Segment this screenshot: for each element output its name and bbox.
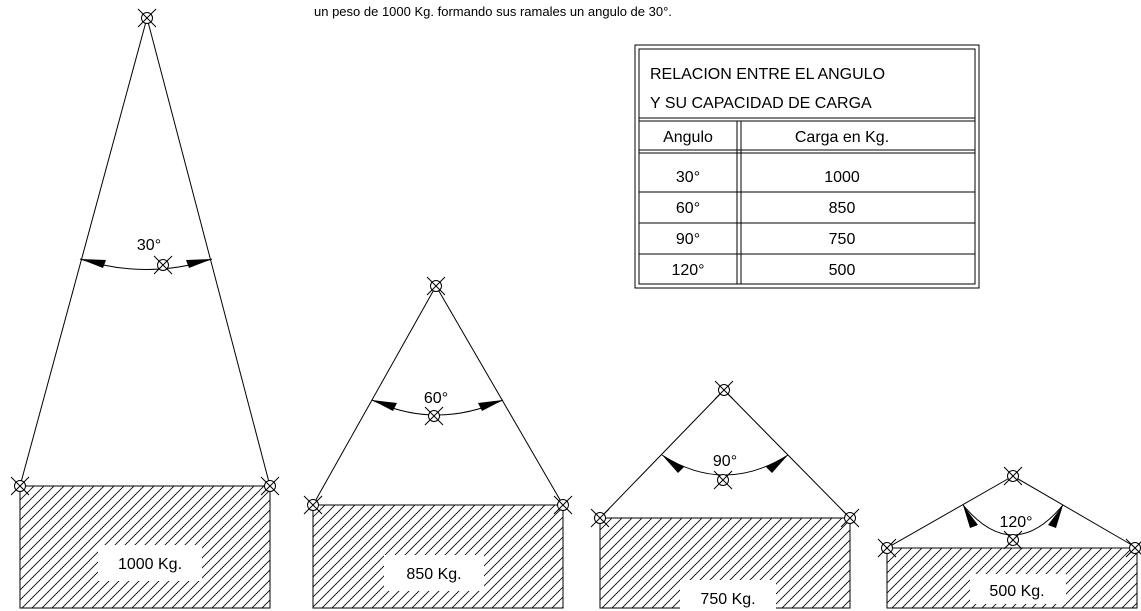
sling-leg [886, 475, 1014, 549]
angle-label: 90° [713, 453, 737, 470]
table-cell-load: 750 [829, 231, 856, 248]
sling-leg [1012, 475, 1138, 549]
table-header-angle: Angulo [663, 129, 713, 146]
table-cell-angle: 60° [676, 200, 700, 217]
angle-arrowhead [662, 455, 684, 473]
table-cell-angle: 90° [676, 231, 700, 248]
table-cell-load: 1000 [824, 169, 860, 186]
load-label-bg [384, 555, 484, 591]
table-title-line2: Y SU CAPACIDAD DE CARGA [650, 95, 872, 112]
caption-text: un peso de 1000 Kg. formando sus ramales… [314, 4, 672, 19]
angle-arrowhead [766, 455, 788, 473]
sling-leg [312, 285, 437, 506]
angle-center-pin-icon [153, 255, 173, 275]
angle-arrowhead [186, 259, 212, 268]
angle-arrowhead [1048, 505, 1063, 528]
angle-center-pin-icon [713, 470, 733, 490]
angle-center-pin-icon [424, 406, 444, 426]
sling-leg [723, 389, 851, 519]
hook-pin-icon [1003, 466, 1023, 486]
sling-120-degrees: 500 Kg. 120° [877, 466, 1141, 609]
angle-arrowhead [963, 505, 978, 528]
hook-pin-icon [426, 276, 446, 296]
angle-arrowhead [478, 400, 503, 411]
load-label: 500 Kg. [989, 583, 1044, 600]
table-header-load: Carga en Kg. [795, 129, 889, 146]
angle-center-pin-icon [1003, 530, 1023, 550]
load-label-bg [970, 574, 1066, 604]
sling-leg [19, 17, 148, 487]
sling-leg [599, 389, 725, 519]
angle-label: 30° [137, 237, 161, 254]
hook-pin-icon [137, 8, 157, 28]
load-label: 1000 Kg. [118, 556, 182, 573]
load-label: 850 Kg. [406, 566, 461, 583]
table-cell-load: 500 [829, 262, 856, 279]
table-title-line1: RELACION ENTRE EL ANGULO [650, 66, 885, 83]
load-label-bg [680, 580, 776, 610]
angle-arrowhead [372, 400, 397, 411]
hook-pin-icon [714, 380, 734, 400]
load-label: 750 Kg. [700, 591, 755, 608]
load-label-bg [98, 545, 202, 581]
sling-30-degrees: 1000 Kg. 30° [10, 8, 280, 609]
angle-arrowhead [80, 259, 106, 268]
angle-label: 60° [424, 390, 448, 407]
sling-leg [435, 285, 564, 506]
sling-leg [146, 17, 271, 487]
angle-label: 120° [999, 514, 1032, 531]
capacity-table: RELACION ENTRE EL ANGULO Y SU CAPACIDAD … [634, 44, 980, 289]
table-cell-angle: 30° [676, 169, 700, 186]
table-cell-angle: 120° [671, 262, 704, 279]
table-cell-load: 850 [829, 200, 856, 217]
sling-60-degrees: 850 Kg. 60° [303, 276, 573, 609]
sling-90-degrees: 750 Kg. 90° [590, 380, 860, 610]
